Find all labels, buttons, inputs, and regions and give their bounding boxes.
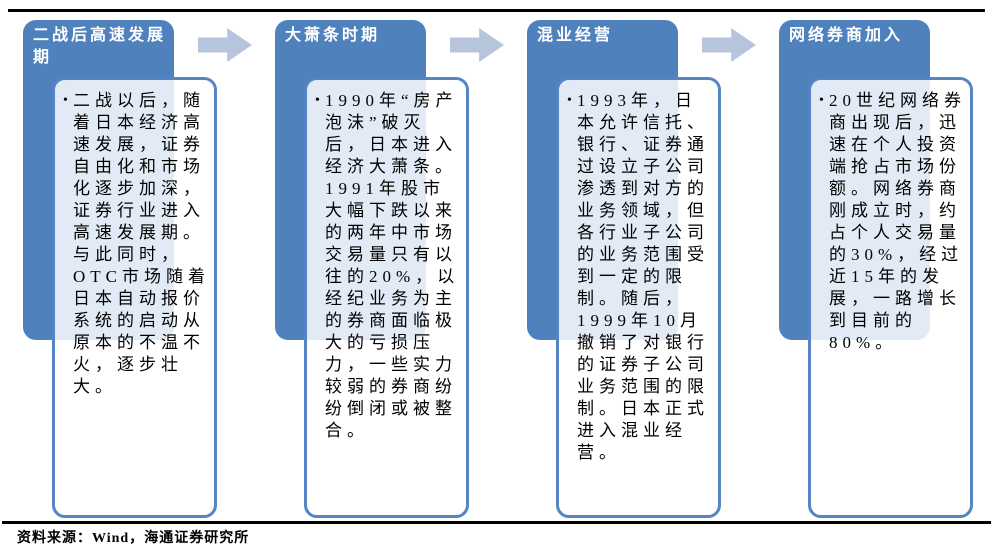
stage-column-postwar: 二战后高速发展期 • 二战以后，随着日本经济高速发展，证券自由化和市场化逐步加深…: [23, 20, 217, 520]
bullet-item: • 二战以后，随着日本经济高速发展，证券自由化和市场化逐步加深，证券行业进入高速…: [63, 90, 211, 398]
stage-title: 网络券商加入: [789, 27, 904, 44]
bullet-icon: •: [315, 93, 320, 108]
stage-textbox: • 1993年，日本允许信托、银行、证券通过设立子公司渗透到对方的业务领域，但各…: [556, 77, 721, 518]
top-rule: [8, 9, 985, 12]
stage-textbox: • 1990年“房产泡沫”破灭后，日本进入经济大萧条。1991年股市大幅下跌以来…: [304, 77, 469, 518]
bullet-item: • 20世纪网络券商出现后，迅速在个人投资端抢占市场份额。网络券商刚成立时，约占…: [819, 90, 967, 354]
stage-textbox: • 20世纪网络券商出现后，迅速在个人投资端抢占市场份额。网络券商刚成立时，约占…: [808, 77, 973, 518]
stage-column-mixed-operation: 混业经营 • 1993年，日本允许信托、银行、证券通过设立子公司渗透到对方的业务…: [527, 20, 721, 520]
bullet-icon: •: [63, 93, 68, 108]
stage-body-text: 1993年，日本允许信托、银行、证券通过设立子公司渗透到对方的业务领域，但各行业…: [577, 91, 709, 462]
stage-title: 混业经营: [537, 27, 614, 44]
stage-column-depression: 大萧条时期 • 1990年“房产泡沫”破灭后，日本进入经济大萧条。1991年股市…: [275, 20, 469, 520]
stage-column-online-brokers: 网络券商加入 • 20世纪网络券商出现后，迅速在个人投资端抢占市场份额。网络券商…: [779, 20, 973, 520]
stage-title: 大萧条时期: [285, 27, 381, 44]
stage-title: 二战后高速发展期: [33, 27, 167, 66]
stage-body-text: 1990年“房产泡沫”破灭后，日本进入经济大萧条。1991年股市大幅下跌以来的两…: [325, 91, 460, 440]
bullet-item: • 1993年，日本允许信托、银行、证券通过设立子公司渗透到对方的业务领域，但各…: [567, 90, 715, 464]
bullet-icon: •: [819, 93, 824, 108]
bullet-icon: •: [567, 93, 572, 108]
bullet-item: • 1990年“房产泡沫”破灭后，日本进入经济大萧条。1991年股市大幅下跌以来…: [315, 90, 463, 442]
source-attribution: 资料来源：Wind，海通证券研究所: [17, 531, 250, 546]
stage-body-text: 二战以后，随着日本经济高速发展，证券自由化和市场化逐步加深，证券行业进入高速发展…: [73, 91, 210, 396]
stage-textbox: • 二战以后，随着日本经济高速发展，证券自由化和市场化逐步加深，证券行业进入高速…: [52, 77, 217, 518]
stage-body-text: 20世纪网络券商出现后，迅速在个人投资端抢占市场份额。网络券商刚成立时，约占个人…: [829, 91, 966, 352]
bottom-rule: [2, 521, 991, 524]
